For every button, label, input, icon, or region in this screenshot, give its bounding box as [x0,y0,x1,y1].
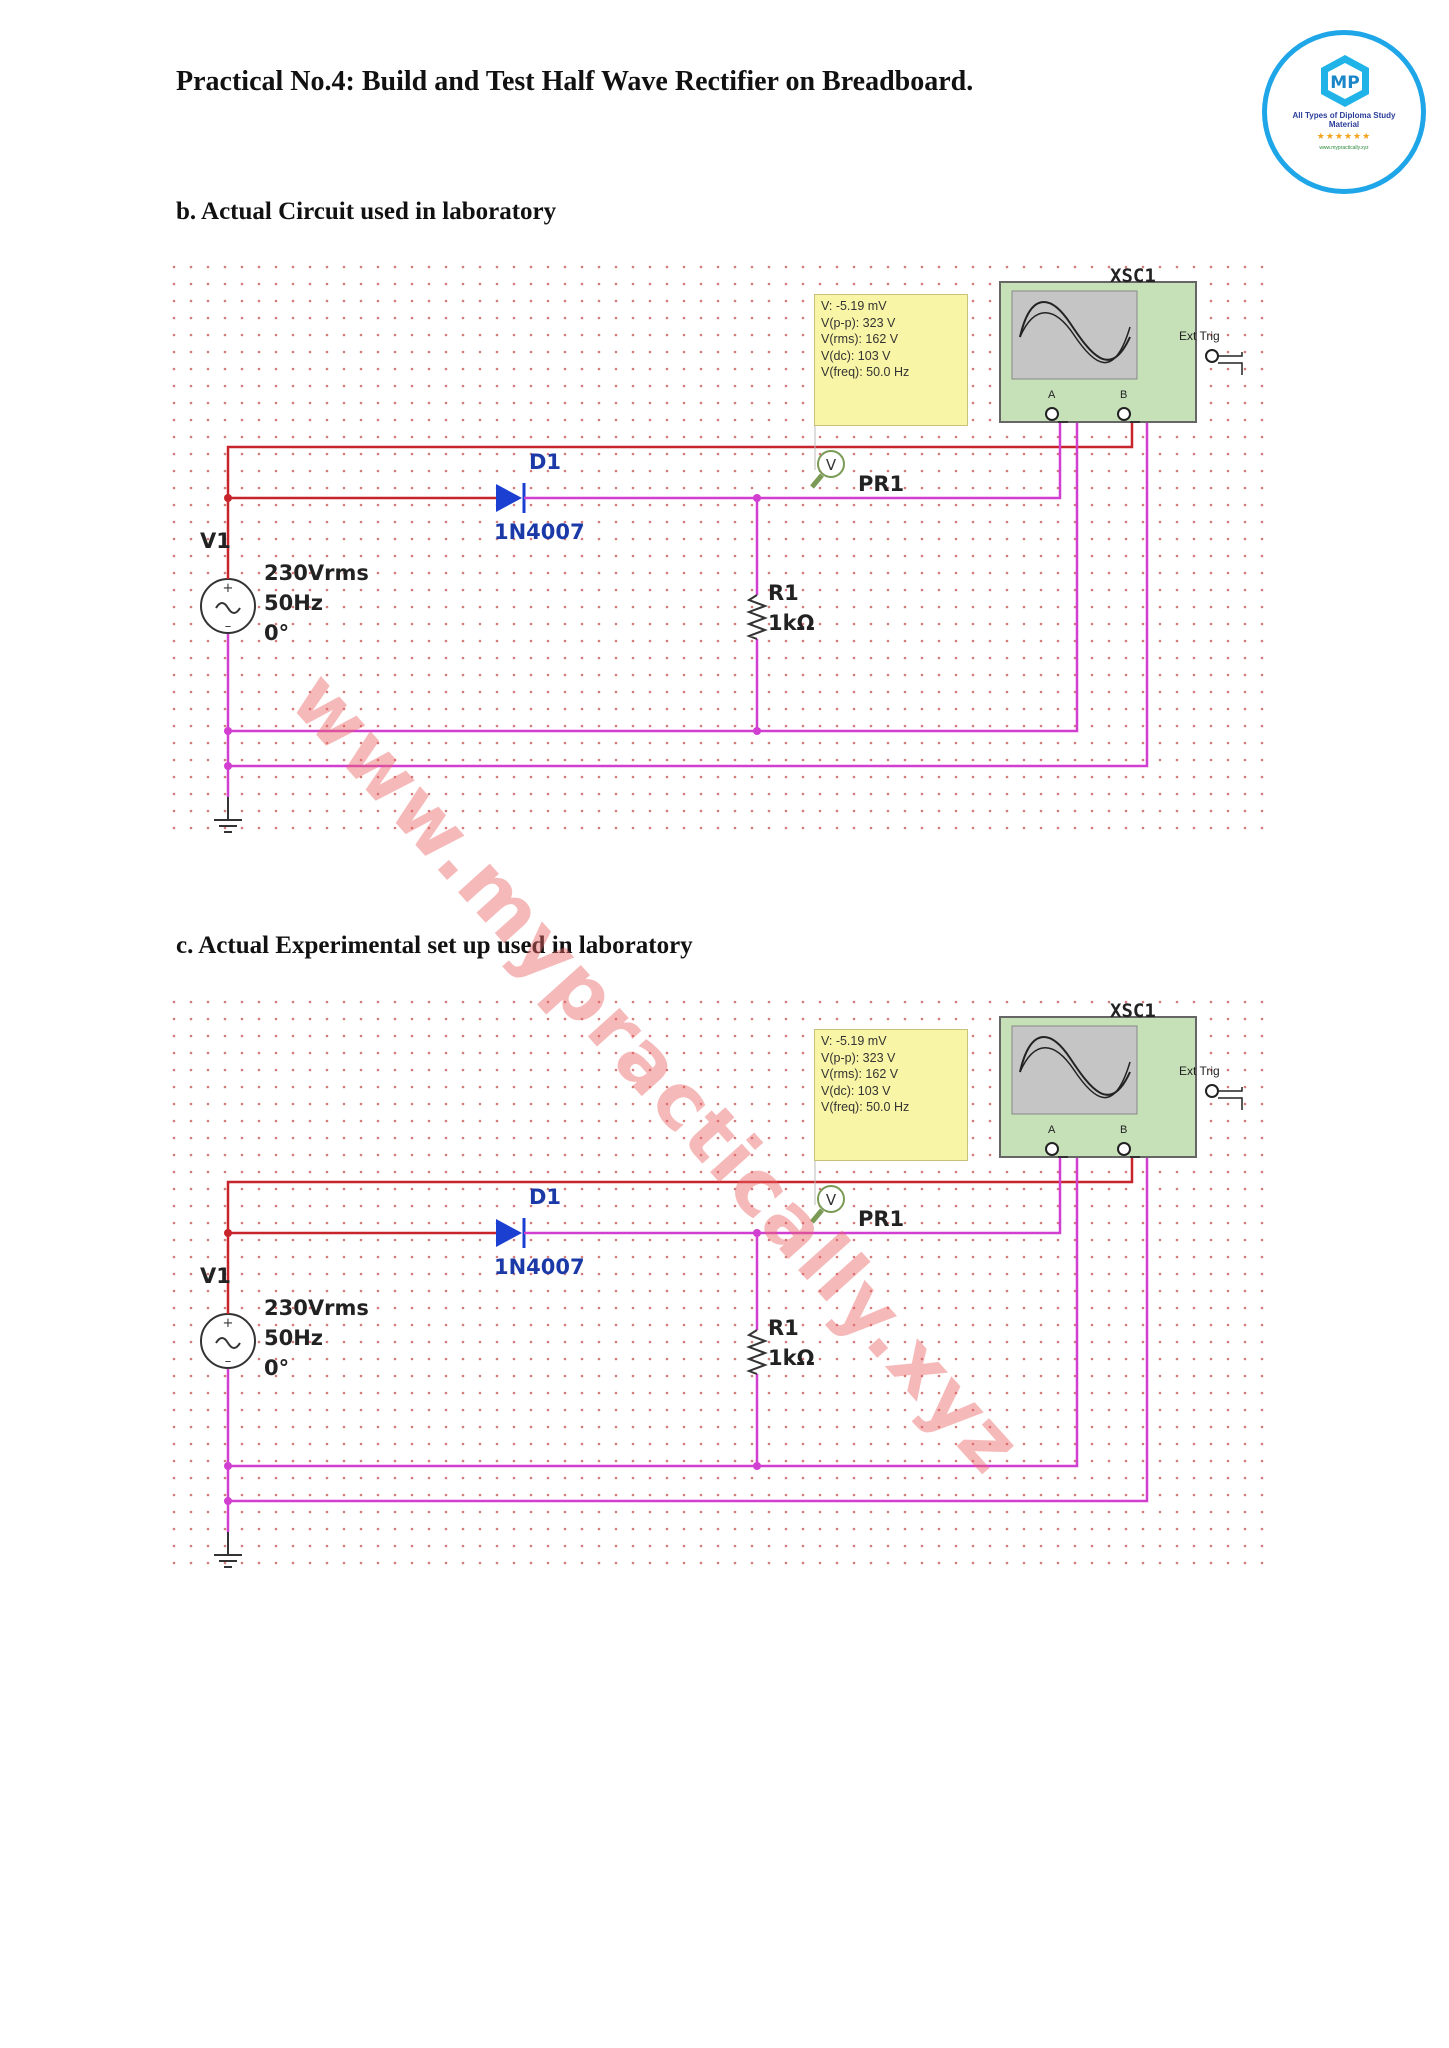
oscilloscope-icon [999,1016,1243,1158]
probe-reading: V: -5.19 mV [821,1034,887,1048]
source-name: V1 [200,529,231,553]
svg-text:–: – [225,619,232,634]
diode-name: D1 [529,1185,562,1209]
ac-source-icon: + – [200,1313,256,1369]
probe-reading: V(p-p): 323 V [821,315,896,330]
oscilloscope-channel-b: B [1120,389,1128,401]
probe-reading: V(rms): 162 V [821,1067,899,1082]
svg-text:V: V [826,456,837,474]
logo-stars: ★★★★★★ [1316,131,1372,141]
section-heading-setup: c. Actual Experimental set up used in la… [176,932,693,959]
probe-reading: V(dc): 103 V [821,348,891,363]
oscilloscope-trigger-label: Ext Trig [1179,1064,1220,1078]
probe-reading: V: -5.19 mV [821,299,887,313]
schematic-drawing: + – V [172,265,1274,841]
resistor-value: 1kΩ [768,1346,815,1370]
probe-reading: V(freq): 50.0 Hz [821,365,910,380]
section-heading-circuit: b. Actual Circuit used in laboratory [176,198,557,225]
junction-dot [224,727,232,735]
resistor-icon [746,594,768,640]
wire-ground-a [228,417,1079,733]
svg-text:–: – [225,1354,232,1369]
probe-reading: V(freq): 50.0 Hz [821,1100,910,1115]
svg-text:+: + [223,581,234,596]
svg-text:MP: MP [1330,73,1359,93]
svg-text:V: V [826,1191,837,1209]
wire-output [537,417,1062,500]
ground-icon [214,819,242,833]
wire-ground-a [228,1152,1079,1468]
oscilloscope-channel-b: B [1120,1124,1128,1136]
junction-dot [224,1497,232,1505]
probe-reading: V(p-p): 323 V [821,1050,896,1065]
logo-text: All Types of Diploma Study Material [1292,111,1396,129]
probe-reading: V(dc): 103 V [821,1083,891,1098]
logo-url: www.mypractically.xyz [1319,145,1369,151]
source-phase: 0° [264,621,290,645]
resistor-name: R1 [768,1316,799,1340]
junction-dot [224,762,232,770]
logo-mark-icon: MP [1321,55,1369,107]
wire-live-top [226,417,1134,498]
diode-icon [496,1218,537,1248]
ground-icon [214,1554,242,1568]
probe-readout: V: -5.19 mV V(p-p): 323 V V(rms): 162 V … [814,294,968,426]
oscilloscope-trigger-label: Ext Trig [1179,329,1220,343]
diode-model: 1N4007 [494,1255,585,1279]
probe-name: PR1 [858,1207,905,1231]
resistor-value: 1kΩ [768,611,815,635]
oscilloscope-name: XSC1 [1110,265,1156,287]
wire-ground-b [228,417,1149,768]
junction-dot [753,494,761,502]
wire-live-top [226,1152,1134,1233]
junction-dot [753,1462,761,1470]
schematic-drawing: + – V [172,1000,1274,1576]
probe-readout: V: -5.19 mV V(p-p): 323 V V(rms): 162 V … [814,1029,968,1161]
circuit-schematic: + – V [172,265,1274,841]
resistor-icon [746,1329,768,1375]
svg-text:+: + [223,1316,234,1331]
oscilloscope-channel-a: A [1048,1124,1056,1136]
source-frequency: 50Hz [264,1326,324,1350]
ac-source-icon: + – [200,578,256,634]
junction-dot [753,727,761,735]
source-voltage: 230Vrms [264,1296,369,1320]
wire-ground-b [228,1152,1149,1503]
page-title: Practical No.4: Build and Test Half Wave… [176,66,974,97]
oscilloscope-name: XSC1 [1110,1000,1156,1022]
voltage-probe-icon: V [810,426,845,489]
site-logo: MP All Types of Diploma Study Material ★… [1262,30,1426,194]
source-frequency: 50Hz [264,591,324,615]
oscilloscope-channel-a: A [1048,389,1056,401]
circuit-schematic: + – V V1 230 [172,1000,1274,1576]
diode-name: D1 [529,450,562,474]
wire-output [537,1152,1062,1235]
diode-icon [496,483,537,513]
resistor-name: R1 [768,581,799,605]
oscilloscope-icon [999,281,1243,423]
voltage-probe-icon: V [810,1161,845,1224]
probe-name: PR1 [858,472,905,496]
probe-reading: V(rms): 162 V [821,332,899,347]
source-phase: 0° [264,1356,290,1380]
junction-dot [224,1462,232,1470]
junction-dot [753,1229,761,1237]
diode-model: 1N4007 [494,520,585,544]
source-voltage: 230Vrms [264,561,369,585]
source-name: V1 [200,1264,231,1288]
